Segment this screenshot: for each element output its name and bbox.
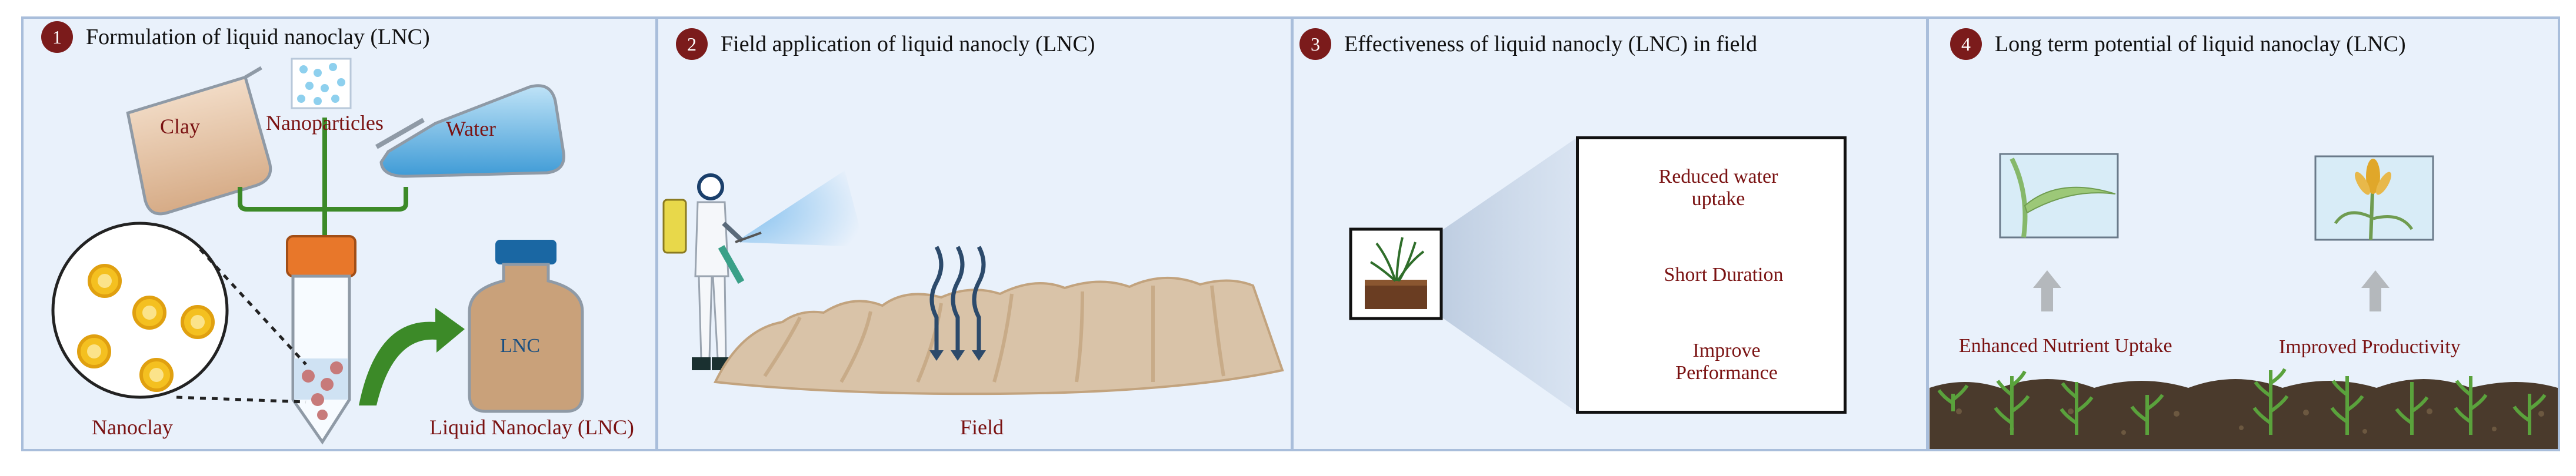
soil-bed-icon	[1929, 379, 2558, 449]
panel-4-title-text: Long term potential of liquid nanoclay (…	[1995, 32, 2406, 56]
panel-4-title: 4 Long term potential of liquid nanoclay…	[1950, 28, 2406, 60]
enhanced-nutrient-uptake-label: Enhanced Nutrient Uptake	[1959, 335, 2172, 357]
lnc-bottle-icon	[468, 240, 584, 413]
nanoparticles-label: Nanoparticles	[266, 111, 384, 135]
panel-2-title-text: Field application of liquid nanocly (LNC…	[721, 32, 1095, 56]
panel-1-title-text: Formulation of liquid nanoclay (LNC)	[86, 25, 430, 49]
clay-label: Clay	[160, 115, 200, 138]
clay-beaker-icon	[126, 66, 272, 216]
tag-short-duration: Short Duration	[1664, 264, 1784, 286]
spray-icon	[735, 170, 865, 247]
mix-arrow-icon	[238, 118, 408, 235]
field-soil-icon	[713, 277, 1284, 395]
to-bottle-arrow-icon	[359, 308, 465, 405]
panel-field-application: 2 Field application of liquid nanocly (L…	[655, 16, 1291, 451]
improved-productivity-label: Improved Productivity	[2279, 336, 2461, 358]
water-label: Water	[446, 117, 496, 140]
panel-3-title-text: Effectiveness of liquid nanocly (LNC) in…	[1344, 32, 1758, 56]
zoom-cone-icon	[1440, 138, 1577, 413]
panel-2-title: 2 Field application of liquid nanocly (L…	[676, 28, 1095, 60]
seedlings-icon	[1937, 368, 2547, 435]
panel-4-number: 4	[1950, 28, 1982, 60]
infiltration-arrows-icon	[929, 246, 986, 353]
plant-pot-icon	[1349, 227, 1443, 320]
lnc-bottle-label: LNC	[500, 335, 540, 357]
panel-effectiveness: 3 Effectiveness of liquid nanocly (LNC) …	[1291, 16, 1926, 451]
nanoclay-zoom-icon	[51, 222, 307, 404]
maize-closeup-icon	[2314, 155, 2434, 241]
leaf-closeup-icon	[1999, 153, 2119, 239]
infiltration-arrowheads-icon	[929, 350, 986, 361]
panel-2-number: 2	[676, 28, 708, 60]
nanoclay-label: Nanoclay	[92, 415, 173, 439]
nanoparticles-icon	[291, 58, 352, 109]
panel-3-title: 3 Effectiveness of liquid nanocly (LNC) …	[1299, 28, 1757, 60]
panel-3-number: 3	[1299, 28, 1331, 60]
tag-reduced-water-uptake: Reduced water uptake	[1658, 166, 1778, 210]
farmer-icon	[662, 173, 762, 370]
field-label: Field	[960, 415, 1004, 439]
panel-long-term-potential: 4 Long term potential of liquid nanoclay…	[1926, 16, 2560, 451]
water-flask-icon	[375, 84, 565, 178]
panel-1-title: 1 Formulation of liquid nanoclay (LNC)	[41, 21, 430, 53]
panel-1-number: 1	[41, 21, 73, 53]
growth-arrows-icon	[2033, 270, 2390, 311]
panel-formulation: 1 Formulation of liquid nanoclay (LNC)	[21, 16, 655, 451]
field-furrows-icon	[763, 285, 1225, 383]
liquid-nanoclay-label: Liquid Nanoclay (LNC)	[429, 415, 634, 439]
effects-box	[1576, 136, 1847, 414]
nanoclay-tube-icon	[286, 235, 356, 445]
tag-improve-performance: Improve Performance	[1675, 340, 1778, 384]
